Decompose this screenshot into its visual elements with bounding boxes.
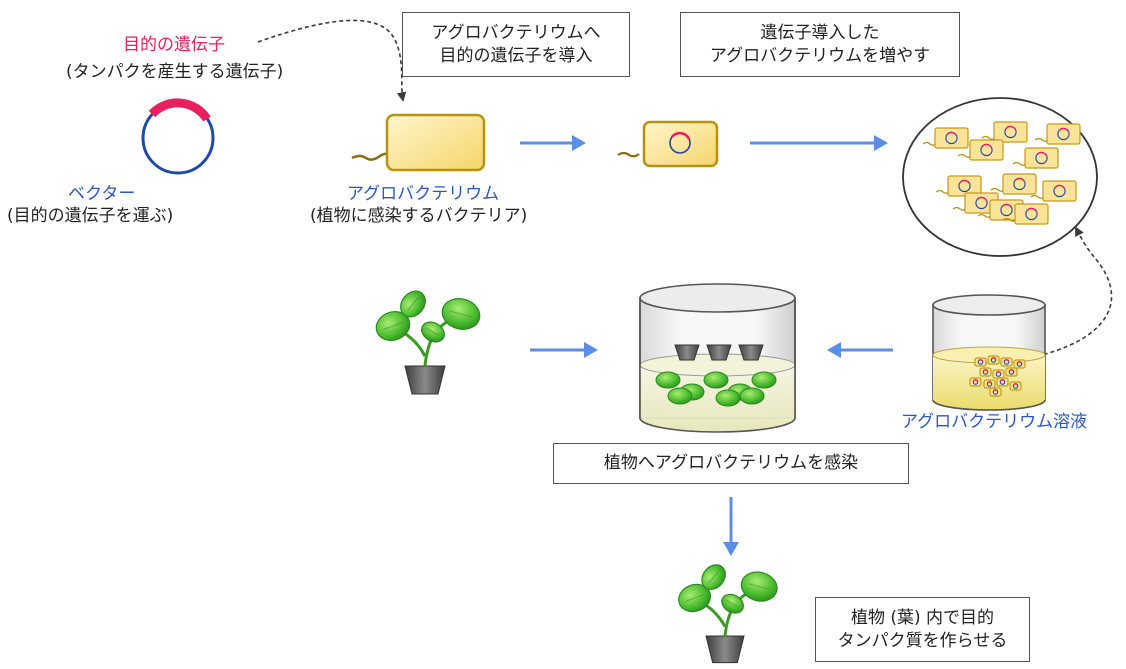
bacterium-cell [922, 127, 969, 149]
bacterium-cell [957, 139, 1004, 161]
vector-label: ベクター [68, 184, 136, 204]
plant-icon-result [678, 564, 778, 664]
agrobacterium-with-plasmid [617, 120, 719, 168]
agro-solution-beaker [932, 294, 1046, 411]
step-box-line: 遺伝子導入した [760, 22, 880, 43]
agro-solution-label: アグロバクテリウム溶液 [901, 412, 1088, 432]
step-box-line: 植物へアグロバクテリウムを感染 [603, 453, 859, 474]
vector-plasmid [141, 98, 215, 175]
bacterium-cell [992, 369, 1005, 379]
bacterium-cell [987, 355, 1000, 365]
step-box-introduce-gene: アグロバクテリウムへ 目的の遺伝子を導入 [402, 12, 630, 77]
leaf-shape [703, 371, 729, 389]
culture-bacteria-group [922, 121, 1081, 225]
step-box-line: 目的の遺伝子を導入 [439, 45, 593, 66]
arrow-2 [750, 135, 888, 151]
leaf-shape [715, 389, 741, 407]
bacterium-cell [979, 367, 992, 377]
bacterium-cell [1009, 381, 1022, 391]
bacterium-cell [990, 173, 1037, 195]
bacterium-cell [989, 387, 1002, 397]
vector-note: (目的の遺伝子を運ぶ) [7, 206, 174, 226]
bacterium-cell [996, 377, 1009, 387]
bacterium-cell [1012, 147, 1059, 169]
arrow-3 [530, 342, 598, 358]
step-box-produce-protein: 植物 (葉) 内で目的 タンパク質を作らせる [815, 597, 1030, 662]
plant-icon [375, 290, 481, 395]
bacterium-cell [1030, 180, 1077, 202]
bacterium-cell [1013, 359, 1026, 369]
leaf-shape [751, 371, 777, 389]
arrow-1 [520, 135, 586, 151]
bacterium-cell [1000, 357, 1013, 367]
leaf-shape [739, 387, 765, 405]
step-box-line: アグロバクテリウムを増やす [709, 45, 931, 66]
bacterium-cell [974, 357, 987, 367]
agrobacterium-large [351, 113, 486, 172]
agro-label: アグロバクテリウム [347, 184, 500, 204]
gene-segment [148, 98, 211, 122]
dashed-arrow-gene-to-agro [257, 19, 407, 102]
bacterium-cell [981, 121, 1028, 143]
bacterium-cell [1005, 367, 1018, 377]
step-box-grow-bacteria: 遺伝子導入した アグロバクテリウムを増やす [680, 12, 960, 77]
bacterium-cell [969, 377, 982, 387]
target-gene-label: 目的の遺伝子 [123, 35, 225, 55]
step-box-line: 植物 (葉) 内で目的 [850, 607, 995, 628]
bacterium-cell [1002, 203, 1049, 225]
leaf-shape [667, 387, 693, 405]
infection-container [639, 283, 796, 433]
step-box-infect-plant: 植物へアグロバクテリウムを感染 [553, 443, 909, 484]
step-box-line: タンパク質を作らせる [837, 630, 1008, 651]
target-gene-note: (タンパクを産生する遺伝子) [66, 62, 284, 82]
arrow-5 [723, 497, 739, 556]
bacterium-cell [1034, 123, 1081, 145]
arrow-4 [827, 342, 893, 358]
bacterium-cell [935, 175, 982, 197]
step-box-line: アグロバクテリウムへ [431, 22, 601, 43]
agro-note: (植物に感染するバクテリア) [310, 206, 528, 226]
dashed-arrow-solution-to-culture [1029, 226, 1113, 359]
leaf-shape [655, 371, 681, 389]
bacterium-cell [983, 379, 996, 389]
